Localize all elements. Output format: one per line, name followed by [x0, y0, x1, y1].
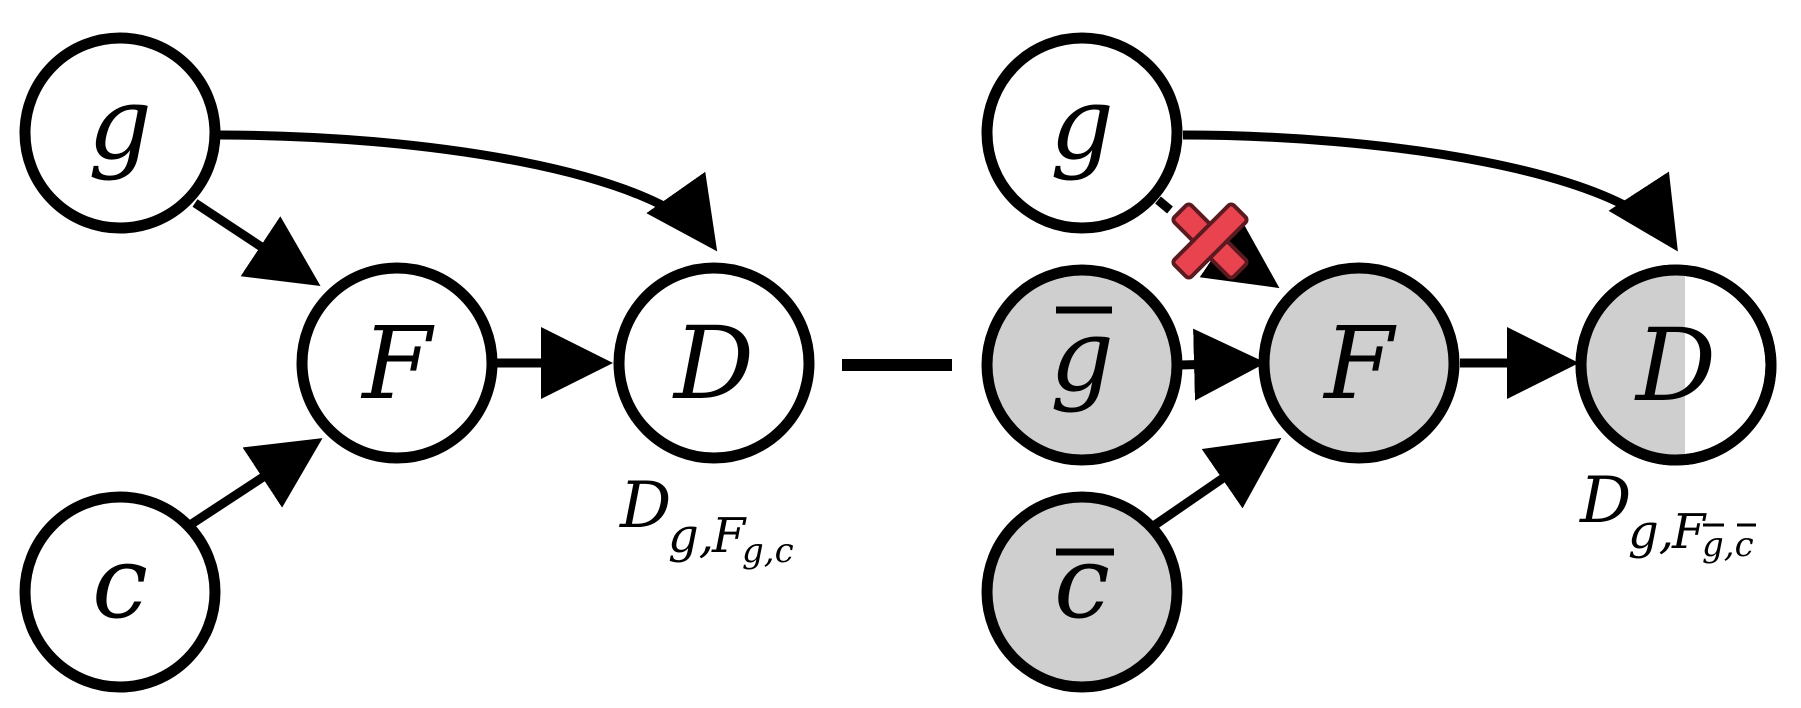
node-c-left: c	[19, 491, 221, 693]
svg-text:g: g	[1050, 297, 1114, 414]
severed-edge-stub-start	[1155, 196, 1173, 214]
edge-gbar-to-f	[1179, 328, 1266, 401]
edge-c-to-f	[187, 438, 323, 529]
right-graph: g g F D c D g, F g,c	[981, 32, 1777, 693]
svg-text:g,c: g,c	[1702, 525, 1754, 565]
edge-g-to-f	[192, 199, 321, 286]
svg-text:D: D	[672, 305, 754, 422]
svg-text:F: F	[711, 508, 747, 564]
node-d-left: D	[613, 262, 815, 464]
node-f-left: F	[296, 262, 498, 464]
svg-text:g,c: g,c	[742, 531, 794, 571]
svg-text:F: F	[360, 305, 435, 422]
svg-text:D: D	[619, 469, 671, 543]
caption-right: D g, F g,c	[1579, 464, 1756, 565]
edge-g-to-d-right	[1182, 130, 1678, 252]
node-g-right: g	[981, 32, 1183, 234]
svg-text:D: D	[1579, 464, 1631, 538]
node-cbar-right: c	[981, 491, 1183, 693]
edge-cbar-to-f	[1149, 437, 1282, 531]
svg-text:g,: g,	[1628, 504, 1674, 560]
caption-left: D g, F g,c	[619, 469, 794, 571]
svg-text:c: c	[92, 524, 148, 641]
svg-text:F: F	[1322, 305, 1397, 422]
svg-text:F: F	[1671, 504, 1707, 560]
svg-text:g: g	[88, 65, 152, 182]
edge-g-to-d	[219, 130, 718, 252]
node-g-left: g	[19, 32, 221, 234]
node-f-right: F	[1258, 262, 1460, 464]
svg-text:D: D	[1634, 307, 1716, 424]
node-d-right: D	[1575, 264, 1777, 466]
node-gbar-right: g	[981, 264, 1183, 466]
svg-text:g,: g,	[668, 508, 714, 564]
left-graph: g F D c D g, F g,c	[19, 32, 815, 693]
severed-edge-stub-end	[1199, 217, 1280, 289]
svg-text:c: c	[1054, 524, 1110, 641]
svg-text:g: g	[1050, 65, 1114, 182]
cross-icon	[1171, 202, 1249, 280]
